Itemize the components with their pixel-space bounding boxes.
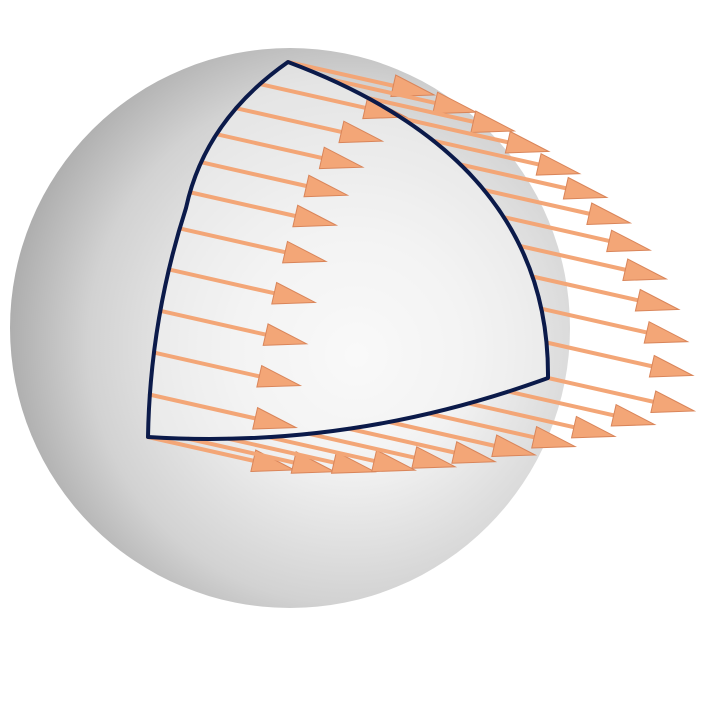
arrow-right-5-shaft (482, 188, 592, 216)
arrow-bottom-6-shaft (426, 411, 537, 440)
arrow-right-3-shaft (431, 138, 541, 167)
arrow-right-11-shaft (546, 376, 656, 404)
arrow-left-8-shaft (158, 308, 268, 337)
arrow-right-4-shaft (458, 162, 568, 191)
arrow-left-5-shaft (187, 190, 298, 219)
arrow-bottom-5-head (491, 434, 538, 458)
arrow-bottom-3-shaft (306, 431, 417, 460)
arrow-right-7-head (622, 258, 669, 282)
arrow-bottom-0-shaft (186, 436, 296, 465)
arrow-bottom-3-head (411, 446, 458, 469)
arrow-right-4-head (562, 176, 609, 200)
arrow-bottom-2-head (371, 449, 418, 473)
vector-field-arrows (146, 60, 697, 474)
arrow-left-9-head (256, 364, 303, 388)
arrow-right-8-shaft (530, 274, 640, 303)
arrow-left-1-shaft (257, 82, 368, 110)
arrow-bottom-7-shaft (466, 401, 576, 430)
arrow-left-10-shaft (147, 392, 258, 421)
arrow-right-0-shaft (327, 77, 438, 105)
sphere-patch (148, 62, 549, 439)
arrow-right-9-head (643, 320, 690, 344)
arrow-left-2-head (338, 120, 385, 144)
arrow-right-3-head (535, 152, 582, 176)
arrow-right-0-head (432, 91, 479, 115)
arrow-right-5-head (586, 202, 633, 226)
arrow-right-2-head (504, 130, 551, 154)
arrow-right-10-head (648, 354, 695, 378)
arrow-right-1-head (470, 110, 517, 134)
arrow-right-6-shaft (501, 215, 612, 243)
arrow-right-7-shaft (518, 244, 628, 272)
arrow-right-2-shaft (400, 116, 510, 145)
arrow-bottom-8-shaft (506, 389, 616, 418)
arrow-right-1-shaft (366, 96, 476, 124)
arrow-bottom-2-shaft (266, 435, 377, 463)
arrow-bottom-1-head (330, 451, 377, 474)
arrow-bottom-4-shaft (347, 426, 457, 455)
arrow-left-3-shaft (214, 132, 324, 160)
arrow-right-9-shaft (539, 306, 649, 335)
arrow-left-8-head (262, 323, 309, 346)
arrow-bottom-5-shaft (386, 420, 497, 448)
arrow-bottom-1-shaft (226, 436, 336, 465)
arrow-right-8-head (634, 288, 681, 312)
arrow-left-6-head (281, 240, 328, 264)
arrow-right-10-shaft (544, 340, 654, 369)
arrow-left-0-head (390, 74, 437, 98)
arrow-bottom-6-head (531, 425, 578, 449)
arrow-left-4-shaft (199, 160, 309, 188)
arrow-bottom-8-head (610, 403, 657, 427)
arrow-left-3-head (318, 146, 365, 170)
arrow-left-5-head (292, 204, 339, 228)
arrow-left-4-head (303, 174, 350, 198)
arrow-right-11-head (650, 390, 697, 414)
arrow-bottom-4-head (451, 441, 498, 464)
arrow-bottom-7-head (570, 415, 617, 439)
arrow-left-7-head (271, 281, 318, 305)
arrow-right-6-head (606, 229, 653, 253)
arrow-left-0-shaft (286, 60, 396, 88)
arrow-left-10-head (252, 406, 299, 430)
patch-boundary (146, 60, 551, 441)
arrow-left-7-shaft (166, 267, 277, 296)
arrow-left-9-shaft (151, 350, 262, 379)
arrow-left-2-shaft (234, 106, 344, 134)
arrow-left-6-shaft (177, 226, 288, 255)
arrow-left-11-shaft (146, 435, 256, 463)
